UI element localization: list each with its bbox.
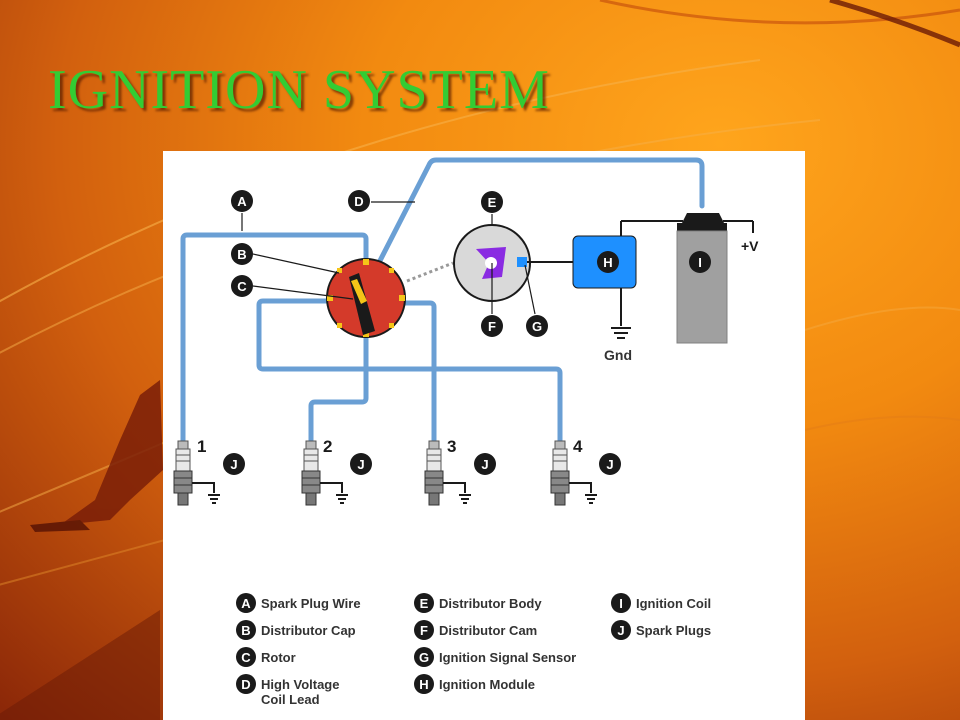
marker-j-plug-2: J (350, 453, 372, 475)
wire-plug-3 (388, 300, 437, 444)
legend-item-f: F Distributor Cam (414, 620, 537, 640)
svg-text:Rotor: Rotor (261, 650, 296, 665)
legend-item-e: E Distributor Body (414, 593, 542, 613)
spark-plug-wires (180, 157, 705, 444)
distributor-cap (326, 258, 406, 338)
svg-text:D: D (241, 677, 250, 692)
legend-item-g: G Ignition Signal Sensor (414, 647, 576, 667)
legend-item-c: C Rotor (236, 647, 296, 667)
svg-text:J: J (357, 457, 364, 472)
legend-item-i: I Ignition Coil (611, 593, 711, 613)
slide-title: IGNITION SYSTEM (48, 59, 550, 121)
marker-c: C (231, 275, 253, 297)
rotor (349, 273, 375, 335)
svg-text:High Voltage: High Voltage (261, 677, 339, 692)
marker-j-plug-1: J (223, 453, 245, 475)
ignition-coil (676, 213, 728, 344)
legend: A Spark Plug Wire B Distributor Cap C Rotor… (236, 593, 711, 707)
plug-number-1: 1 (197, 437, 206, 456)
spark-plug-1 (173, 440, 220, 506)
ground-label: Gnd (604, 347, 632, 363)
spark-plug-4 (550, 440, 597, 506)
svg-text:C: C (237, 279, 247, 294)
svg-text:H: H (419, 677, 428, 692)
svg-text:J: J (617, 623, 624, 638)
marker-e: E (481, 191, 503, 213)
svg-text:J: J (481, 457, 488, 472)
wire-plug-1 (180, 232, 369, 444)
marker-g: G (526, 315, 548, 337)
plug-number-4: 4 (573, 437, 583, 456)
marker-b: B (231, 243, 253, 265)
marker-j-plug-3: J (474, 453, 496, 475)
marker-h: H (597, 251, 619, 273)
svg-text:E: E (420, 596, 429, 611)
plug-number-3: 3 (447, 437, 456, 456)
leader-lines (241, 201, 536, 315)
svg-text:Ignition Module: Ignition Module (439, 677, 535, 692)
svg-text:B: B (241, 623, 250, 638)
svg-text:Spark Plugs: Spark Plugs (636, 623, 711, 638)
marker-f: F (481, 315, 503, 337)
svg-text:Spark Plug Wire: Spark Plug Wire (261, 596, 361, 611)
svg-text:G: G (532, 319, 542, 334)
ignition-signal-sensor (517, 257, 527, 267)
wire-plug-4 (256, 298, 563, 444)
ground-symbol (611, 327, 631, 339)
svg-text:I: I (619, 596, 623, 611)
svg-text:F: F (488, 319, 496, 334)
svg-text:D: D (354, 194, 363, 209)
cam-shaft-link (406, 261, 454, 283)
svg-text:Ignition Signal Sensor: Ignition Signal Sensor (439, 650, 576, 665)
supply-voltage-label: +V (741, 238, 759, 254)
svg-text:J: J (606, 457, 613, 472)
marker-d: D (348, 190, 370, 212)
ignition-diagram: Gnd +V (163, 151, 805, 720)
svg-text:F: F (420, 623, 428, 638)
high-voltage-coil-lead (363, 157, 705, 291)
spark-plug-3 (424, 440, 471, 506)
svg-text:G: G (419, 650, 429, 665)
marker-j-plug-4: J (599, 453, 621, 475)
plug-number-2: 2 (323, 437, 332, 456)
legend-item-h: H Ignition Module (414, 674, 535, 694)
diagram-canvas: Gnd +V (173, 157, 759, 707)
legend-item-b: B Distributor Cap (236, 620, 356, 640)
svg-text:A: A (237, 194, 247, 209)
svg-text:Coil Lead: Coil Lead (261, 692, 320, 707)
legend-item-a: A Spark Plug Wire (236, 593, 361, 613)
svg-text:H: H (603, 255, 612, 270)
svg-text:B: B (237, 247, 246, 262)
legend-item-j: J Spark Plugs (611, 620, 711, 640)
svg-text:A: A (241, 596, 251, 611)
svg-text:Distributor Cam: Distributor Cam (439, 623, 537, 638)
svg-text:Distributor Cap: Distributor Cap (261, 623, 356, 638)
svg-text:C: C (241, 650, 251, 665)
spark-plug-2 (301, 440, 348, 506)
svg-text:Ignition Coil: Ignition Coil (636, 596, 711, 611)
svg-text:Distributor Body: Distributor Body (439, 596, 542, 611)
wire-plug-2 (308, 305, 369, 444)
svg-text:J: J (230, 457, 237, 472)
runner-silhouette (30, 380, 163, 532)
marker-i: I (689, 251, 711, 273)
svg-text:I: I (698, 255, 702, 270)
marker-a: A (231, 190, 253, 212)
svg-text:E: E (488, 195, 497, 210)
